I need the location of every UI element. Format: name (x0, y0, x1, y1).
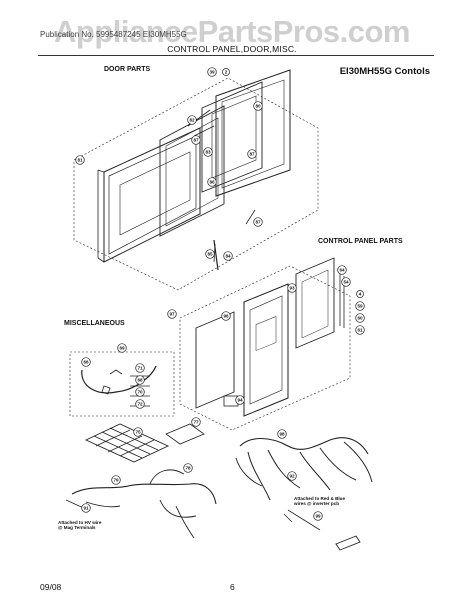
callout-61: 61 (355, 325, 365, 335)
svg-text:60: 60 (357, 316, 363, 321)
callout-97: 97 (167, 309, 177, 319)
callout-39: 39 (207, 67, 217, 77)
footer-page-number: 6 (230, 582, 235, 592)
svg-text:83: 83 (205, 150, 211, 155)
callout-77: 77 (191, 417, 201, 427)
svg-text:68: 68 (137, 378, 143, 383)
callout-99: 99 (313, 511, 323, 521)
svg-text:99: 99 (315, 514, 321, 519)
svg-text:77: 77 (193, 420, 199, 425)
callout-75: 75 (133, 427, 143, 437)
svg-text:69: 69 (119, 346, 125, 351)
svg-text:94: 94 (237, 398, 243, 403)
svg-text:54: 54 (343, 280, 349, 285)
svg-text:87: 87 (193, 138, 199, 143)
callout-87c: 87 (253, 217, 263, 227)
callout-87a: 87 (191, 135, 201, 145)
control-panel-heading: CONTROL PANEL PARTS (318, 238, 403, 245)
door-parts-heading: DOOR PARTS (104, 66, 151, 73)
hv-wire-note: Attached to HV wire @ Mag Terminals (58, 520, 102, 531)
svg-text:82: 82 (189, 118, 195, 123)
svg-text:61: 61 (357, 328, 363, 333)
callout-64: 64 (337, 265, 347, 275)
callout-70: 70 (135, 387, 145, 397)
svg-text:86: 86 (209, 180, 215, 185)
svg-text:85: 85 (207, 252, 213, 257)
callout-80: 80 (253, 101, 263, 111)
svg-text:66: 66 (83, 360, 89, 365)
svg-text:84: 84 (225, 254, 231, 259)
svg-text:93: 93 (289, 286, 295, 291)
callout-66: 66 (81, 357, 91, 367)
inverter-wire-note: Attached to Red & Blue wires @ inverter … (294, 496, 346, 507)
svg-text:71: 71 (137, 366, 143, 371)
svg-text:92: 92 (289, 474, 295, 479)
svg-text:75: 75 (135, 430, 141, 435)
svg-text:72: 72 (137, 402, 143, 407)
callout-54: 54 (341, 277, 351, 287)
callout-94: 94 (235, 395, 245, 405)
callout-92: 92 (287, 471, 297, 481)
watermark: AppliancePartsPros.com (54, 14, 410, 49)
svg-text:98: 98 (279, 432, 285, 437)
miscellaneous-heading: MISCELLANEOUS (64, 320, 125, 327)
svg-text:4: 4 (359, 292, 362, 297)
svg-text:64: 64 (339, 268, 345, 273)
callout-87b: 87 (247, 149, 257, 159)
svg-text:87: 87 (249, 152, 255, 157)
callout-78: 78 (183, 463, 193, 473)
svg-text:96: 96 (223, 314, 229, 319)
callout-2: 2 (222, 68, 230, 76)
callout-81: 81 (75, 155, 85, 165)
callout-79: 79 (111, 475, 121, 485)
svg-text:70: 70 (137, 390, 143, 395)
publication-header: Publication No. 5995487245 EI30MH55G (40, 30, 187, 39)
callout-68: 68 (135, 375, 145, 385)
callout-59: 59 (355, 301, 365, 311)
callout-60: 60 (355, 313, 365, 323)
svg-text:91: 91 (83, 506, 89, 511)
callout-71: 71 (135, 363, 145, 373)
callout-96: 96 (221, 311, 231, 321)
svg-text:39: 39 (209, 70, 215, 75)
svg-text:79: 79 (113, 478, 119, 483)
svg-text:80: 80 (255, 104, 261, 109)
callout-82: 82 (187, 115, 197, 125)
svg-text:2: 2 (225, 70, 228, 75)
callout-83: 83 (203, 147, 213, 157)
header-rule (38, 55, 434, 56)
page-title: CONTROL PANEL,DOOR,MISC. (167, 44, 297, 54)
svg-text:59: 59 (357, 304, 363, 309)
callout-98: 98 (277, 429, 287, 439)
svg-text:78: 78 (185, 466, 191, 471)
callout-93: 93 (287, 283, 297, 293)
callout-72: 72 (135, 399, 145, 409)
callout-86: 86 (207, 177, 217, 187)
svg-text:97: 97 (169, 312, 175, 317)
model-heading: EI30MH55G Contols (339, 66, 430, 77)
callout-91: 91 (81, 503, 91, 513)
footer-date: 09/08 (40, 582, 62, 592)
callout-69: 69 (117, 343, 127, 353)
callout-85: 85 (205, 249, 215, 259)
svg-text:81: 81 (77, 158, 83, 163)
callout-4: 4 (356, 290, 364, 298)
svg-text:87: 87 (255, 220, 261, 225)
callout-84: 84 (223, 251, 233, 261)
